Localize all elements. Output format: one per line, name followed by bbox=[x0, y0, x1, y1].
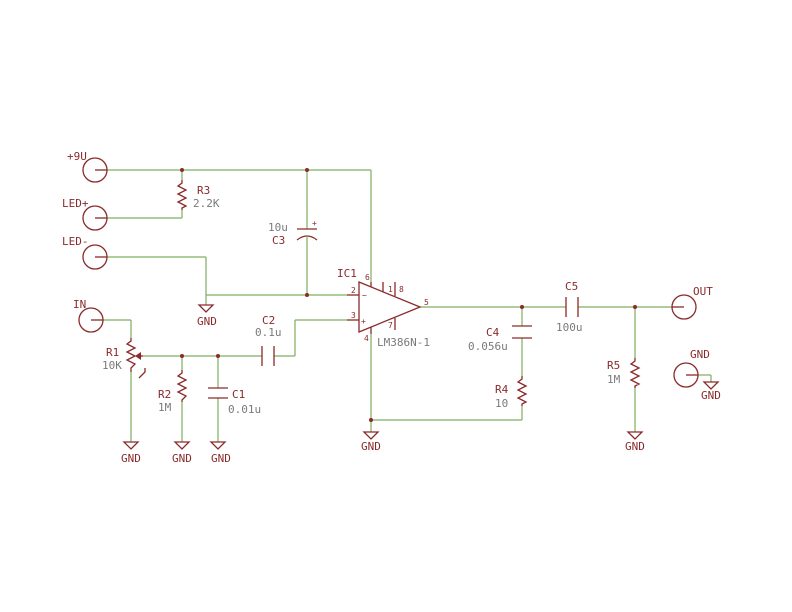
c2-name: C2 bbox=[262, 314, 275, 327]
r2-value: 1M bbox=[158, 401, 172, 414]
connector-led-plus[interactable]: LED+ bbox=[62, 197, 108, 231]
c3-value: 10u bbox=[268, 221, 288, 234]
capacitor-c2[interactable]: C2 0.1u bbox=[255, 314, 282, 366]
r3-value: 2.2K bbox=[193, 197, 220, 210]
gnd-label-led: GND bbox=[197, 315, 217, 328]
ic1-pin4: 4 bbox=[364, 334, 369, 343]
resistor-r3[interactable]: R3 2.2K bbox=[176, 180, 220, 210]
resistor-r5[interactable]: R5 1M bbox=[607, 358, 641, 388]
r1-value: 10K bbox=[102, 359, 122, 372]
capacitor-c3[interactable]: + 10u C3 bbox=[268, 219, 318, 247]
connector-led-minus[interactable]: LED- bbox=[62, 235, 108, 270]
r5-name: R5 bbox=[607, 359, 620, 372]
ic1-pin1: 1 bbox=[388, 285, 393, 294]
gnd-label-r1: GND bbox=[121, 452, 141, 465]
c5-value: 100u bbox=[556, 321, 583, 334]
ic1-pin5: 5 bbox=[424, 298, 429, 307]
connector-out-label: OUT bbox=[693, 285, 713, 298]
gnd-label-jack: GND bbox=[701, 389, 721, 402]
r2-name: R2 bbox=[158, 388, 171, 401]
gnd-symbol-ic1: GND bbox=[361, 431, 381, 453]
c2-value: 0.1u bbox=[255, 326, 282, 339]
capacitor-c1[interactable]: C1 0.01u bbox=[208, 387, 261, 416]
junction-dots bbox=[180, 168, 637, 422]
c4-name: C4 bbox=[486, 326, 500, 339]
c4-value: 0.056u bbox=[468, 340, 508, 353]
wires bbox=[103, 169, 712, 442]
gnd-symbol-jack: GND bbox=[701, 381, 721, 402]
connector-in[interactable]: IN bbox=[73, 298, 104, 333]
r4-value: 10 bbox=[495, 397, 508, 410]
potentiometer-r1[interactable]: R1 10K bbox=[102, 338, 146, 379]
capacitor-c4[interactable]: C4 0.056u bbox=[468, 325, 532, 353]
ic1-value: LM386N-1 bbox=[377, 336, 430, 349]
r4-name: R4 bbox=[495, 383, 509, 396]
gnd-label-ic1: GND bbox=[361, 440, 381, 453]
resistor-r4[interactable]: R4 10 bbox=[495, 376, 528, 410]
gnd-symbol-r1: GND bbox=[121, 441, 141, 465]
gnd-symbol-r5: GND bbox=[625, 431, 645, 453]
gnd-label-r5: GND bbox=[625, 440, 645, 453]
ic1-pin6: 6 bbox=[365, 273, 370, 282]
connector-9v[interactable]: +9U bbox=[67, 150, 108, 183]
connector-gnd[interactable]: GND bbox=[673, 348, 710, 388]
connector-led-plus-label: LED+ bbox=[62, 197, 89, 210]
r1-name: R1 bbox=[106, 346, 119, 359]
svg-text:+: + bbox=[361, 317, 366, 326]
ic1-pin2: 2 bbox=[351, 286, 356, 295]
capacitor-c5[interactable]: C5 100u bbox=[556, 280, 583, 334]
gnd-symbol-r2: GND bbox=[172, 441, 192, 465]
r5-value: 1M bbox=[607, 373, 621, 386]
connector-gnd-label: GND bbox=[690, 348, 710, 361]
ic1-pin8: 8 bbox=[399, 285, 404, 294]
c1-value: 0.01u bbox=[228, 403, 261, 416]
connector-led-minus-label: LED- bbox=[62, 235, 89, 248]
c5-name: C5 bbox=[565, 280, 578, 293]
ic1-pin7: 7 bbox=[388, 321, 393, 330]
gnd-label-r2: GND bbox=[172, 452, 192, 465]
connector-out[interactable]: OUT bbox=[671, 285, 713, 320]
c3-name: C3 bbox=[272, 234, 285, 247]
svg-text:−: − bbox=[362, 291, 367, 300]
connector-in-label: IN bbox=[73, 298, 86, 311]
gnd-symbol-c1: GND bbox=[209, 441, 231, 465]
c1-name: C1 bbox=[232, 388, 245, 401]
ic1-name: IC1 bbox=[337, 267, 357, 280]
ic1-lm386[interactable]: − + 2 3 4 5 6 7 1 8 IC1 LM386N-1 bbox=[337, 267, 430, 349]
gnd-label-c1: GND bbox=[211, 452, 231, 465]
svg-text:+: + bbox=[312, 219, 317, 228]
r3-name: R3 bbox=[197, 184, 210, 197]
ic1-pin3: 3 bbox=[351, 311, 356, 320]
connector-9v-label: +9U bbox=[67, 150, 87, 163]
resistor-r2[interactable]: R2 1M bbox=[158, 370, 188, 414]
gnd-symbol-led: GND bbox=[197, 304, 217, 328]
